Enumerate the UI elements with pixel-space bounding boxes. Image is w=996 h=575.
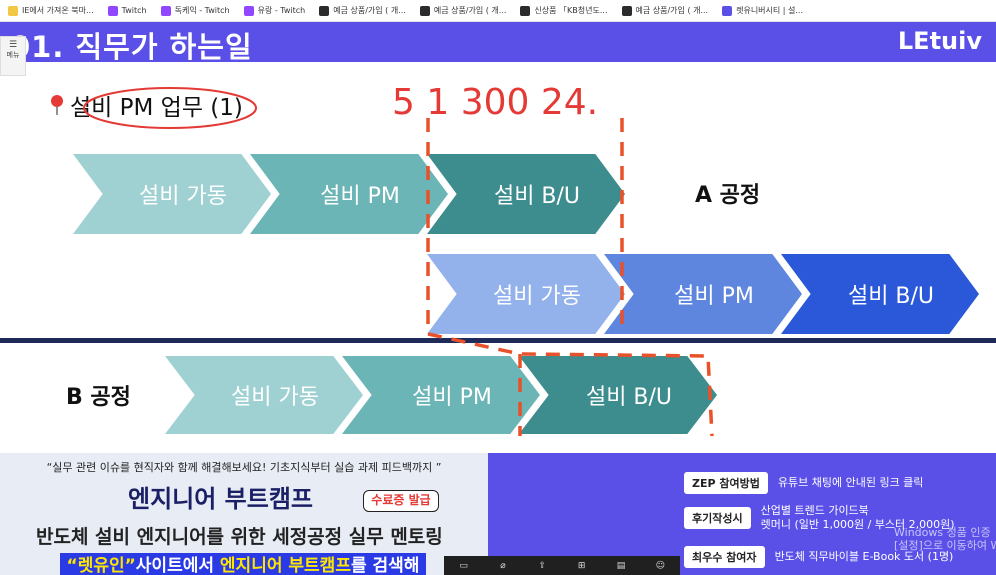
slide-title: 01. 직무가 하는일 <box>10 30 253 64</box>
mentoring-text: 반도체 설비 엔지니어를 위한 세정공정 실무 멘토링 <box>36 526 443 548</box>
bookmark-item[interactable]: IE에서 가져온 북마... <box>8 5 94 16</box>
chat-icon[interactable]: ▤ <box>616 560 626 571</box>
event-banner: ZEP 참여방법 유튜브 채팅에 안내된 링크 클릭 후기작성시 산업별 트렌드… <box>488 453 996 575</box>
annotation-overlay: 5 1 300 24. <box>83 82 714 437</box>
slide-subtitle: 설비 PM 업무 (1) <box>50 88 243 122</box>
handwritten-annotation: 5 1 300 24. <box>392 82 598 123</box>
process-label-a: A 공정 <box>695 183 761 208</box>
search-prompt[interactable]: “렛유인”사이트에서 엔지니어 부트캠프를 검색해보세요! <box>60 553 426 575</box>
side-menu-button[interactable]: ☰ 메뉴 <box>0 36 26 76</box>
bookmark-item[interactable]: Twitch <box>107 5 147 16</box>
info-tag: 후기작성시 <box>684 507 751 529</box>
certificate-badge: 수료증 발급 <box>363 490 439 512</box>
folder-icon <box>8 5 18 16</box>
letuin-logo: LEtuiv <box>897 27 982 55</box>
slide: 01. 직무가 하는일 LEtuiv 설비 PM 업무 (1) 설비 가동 설비… <box>0 22 996 453</box>
process-label-b: B 공정 <box>66 385 131 410</box>
process-step: 설비 B/U <box>427 154 625 234</box>
info-row: ZEP 참여방법 유튜브 채팅에 안내된 링크 클릭 <box>684 472 923 494</box>
bookmark-item[interactable]: 예금 상품/가입 ( 개... <box>419 5 506 16</box>
banner-quote: “실무 관련 이슈를 현직자와 함께 해결해보세요! 기초지식부터 실습 과제 … <box>46 461 442 474</box>
info-text: 반도체 직무바이블 E-Book 도서 (1명) <box>774 550 954 563</box>
bootcamp-title: 엔지니어 부트캠프 <box>128 485 313 513</box>
info-text: 유튜브 채팅에 안내된 링크 클릭 <box>777 476 924 489</box>
info-tag: 최우수 참여자 <box>684 546 765 568</box>
annotation-circle <box>83 87 257 129</box>
add-icon[interactable]: ⊞ <box>577 560 586 571</box>
bank-icon <box>621 5 632 16</box>
process-step: 설비 가동 <box>427 254 625 334</box>
info-text: 산업별 트렌드 가이드북 렛머니 (일반 1,000원 / 부스터 2,000원… <box>760 504 955 531</box>
slide-header: 01. 직무가 하는일 LEtuiv <box>0 22 996 64</box>
process-step: 설비 B/U <box>519 356 717 434</box>
bookmark-item[interactable]: 유랑 - Twitch <box>243 5 305 16</box>
process-step: 설비 PM <box>604 254 802 334</box>
bootcamp-banner[interactable]: “실무 관련 이슈를 현직자와 함께 해결해보세요! 기초지식부터 실습 과제 … <box>0 453 488 575</box>
bookmark-item[interactable]: 예금 상품/가입 ( 개... <box>621 5 708 16</box>
twitch-icon <box>243 5 254 16</box>
process-step: 설비 PM <box>342 356 540 434</box>
info-row: 후기작성시 산업별 트렌드 가이드북 렛머니 (일반 1,000원 / 부스터 … <box>684 504 955 532</box>
bookmarks-bar: IE에서 가져온 북마... Twitch 독케익 - Twitch 유랑 - … <box>0 0 996 22</box>
bookmark-item[interactable]: 독케익 - Twitch <box>160 5 230 16</box>
pin-icon <box>50 94 64 116</box>
section-divider <box>0 338 996 343</box>
share-screen-icon[interactable]: ⇪ <box>538 560 547 571</box>
info-tag: ZEP 참여방법 <box>684 472 768 494</box>
player-toolbar: ▭ ⌀ ⇪ ⊞ ▤ ☺ <box>444 556 680 575</box>
process-step: 설비 가동 <box>165 356 363 434</box>
bank-icon <box>319 5 330 16</box>
twitch-icon <box>107 5 118 16</box>
camera-icon[interactable]: ▭ <box>459 560 468 571</box>
windows-watermark: Windows 정품 인증 [설정]으로 이동하여 Win <box>894 526 996 552</box>
process-step: 설비 B/U <box>781 254 979 334</box>
bookmark-item[interactable]: 렛유니버시티 | 설... <box>722 5 803 16</box>
letuin-icon <box>722 5 733 16</box>
mic-off-icon[interactable]: ⌀ <box>500 560 506 571</box>
twitch-icon <box>160 5 171 16</box>
bank-icon <box>419 5 430 16</box>
bookmark-item[interactable]: 신상품 「KB청년도... <box>520 5 608 16</box>
bank-icon <box>520 5 531 16</box>
emoji-icon[interactable]: ☺ <box>655 560 665 571</box>
annotation-dashed-path <box>426 118 714 437</box>
process-step: 설비 가동 <box>73 154 271 234</box>
hamburger-icon: ☰ <box>8 40 18 50</box>
bookmark-item[interactable]: 예금 상품/가입 ( 개... <box>319 5 406 16</box>
process-step: 설비 PM <box>250 154 448 234</box>
info-row: 최우수 참여자 반도체 직무바이블 E-Book 도서 (1명) <box>684 546 953 568</box>
